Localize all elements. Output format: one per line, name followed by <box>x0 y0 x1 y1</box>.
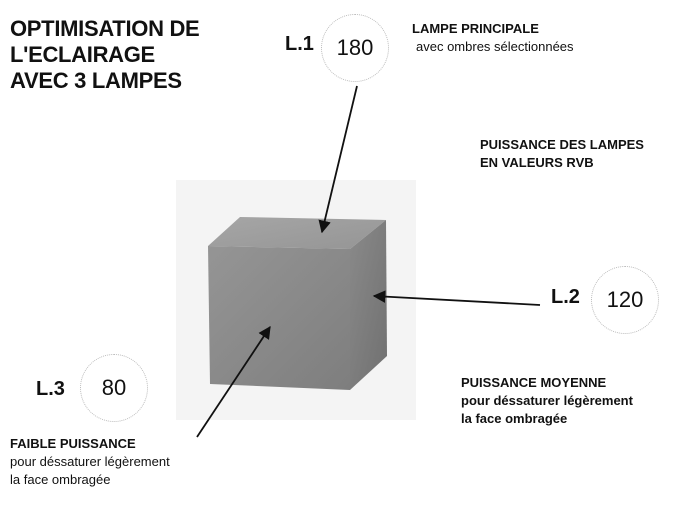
lamp-1-value-circle: 180 <box>321 14 389 82</box>
note-main-sub: avec ombres sélectionnées <box>416 39 574 54</box>
cube-front-face <box>208 246 350 390</box>
lamp-2-label: L.2 <box>551 286 580 308</box>
diagram-title: OPTIMISATION DE L'ECLAIRAGE AVEC 3 LAMPE… <box>10 16 270 94</box>
note-medium-title: PUISSANCE MOYENNE <box>461 375 607 390</box>
cube <box>208 217 387 390</box>
note-medium-line-2: la face ombragée <box>461 411 568 426</box>
title-line-3: AVEC 3 LAMPES <box>10 68 182 93</box>
note-main-lamp: LAMPE PRINCIPALE avec ombres sélectionné… <box>412 20 574 56</box>
lamp-1-value: 180 <box>336 35 374 60</box>
lamp-1-label: L.1 <box>285 33 314 55</box>
title-line-2: L'ECLAIRAGE <box>10 42 155 67</box>
note-medium-power: PUISSANCE MOYENNE pour déssaturer légère… <box>461 374 633 428</box>
lamp-2-value: 120 <box>606 287 644 312</box>
note-power-rgb: PUISSANCE DES LAMPES EN VALEURS RVB <box>480 136 644 172</box>
arrow-l3 <box>196 325 271 438</box>
title-line-1: OPTIMISATION DE <box>10 16 200 41</box>
note-low-line-2: la face ombragée <box>10 472 111 487</box>
note-power-line-1: PUISSANCE DES LAMPES <box>480 137 644 152</box>
cube-side-face <box>350 220 387 390</box>
lamp-3-value-circle: 80 <box>80 354 148 422</box>
note-medium-line-1: pour déssaturer légèrement <box>461 393 633 408</box>
lamp-3-value: 80 <box>101 375 127 400</box>
arrow-l1 <box>318 85 358 234</box>
arrow-l2 <box>372 290 541 306</box>
note-low-title: FAIBLE PUISSANCE <box>10 436 136 451</box>
note-power-line-2: EN VALEURS RVB <box>480 155 594 170</box>
note-low-power: FAIBLE PUISSANCE pour déssaturer légèrem… <box>10 435 170 489</box>
lamp-3-label: L.3 <box>36 378 65 400</box>
note-low-line-1: pour déssaturer légèrement <box>10 454 170 469</box>
cube-top-face <box>208 217 386 249</box>
lamp-2-value-circle: 120 <box>591 266 659 334</box>
note-main-title: LAMPE PRINCIPALE <box>412 21 539 36</box>
